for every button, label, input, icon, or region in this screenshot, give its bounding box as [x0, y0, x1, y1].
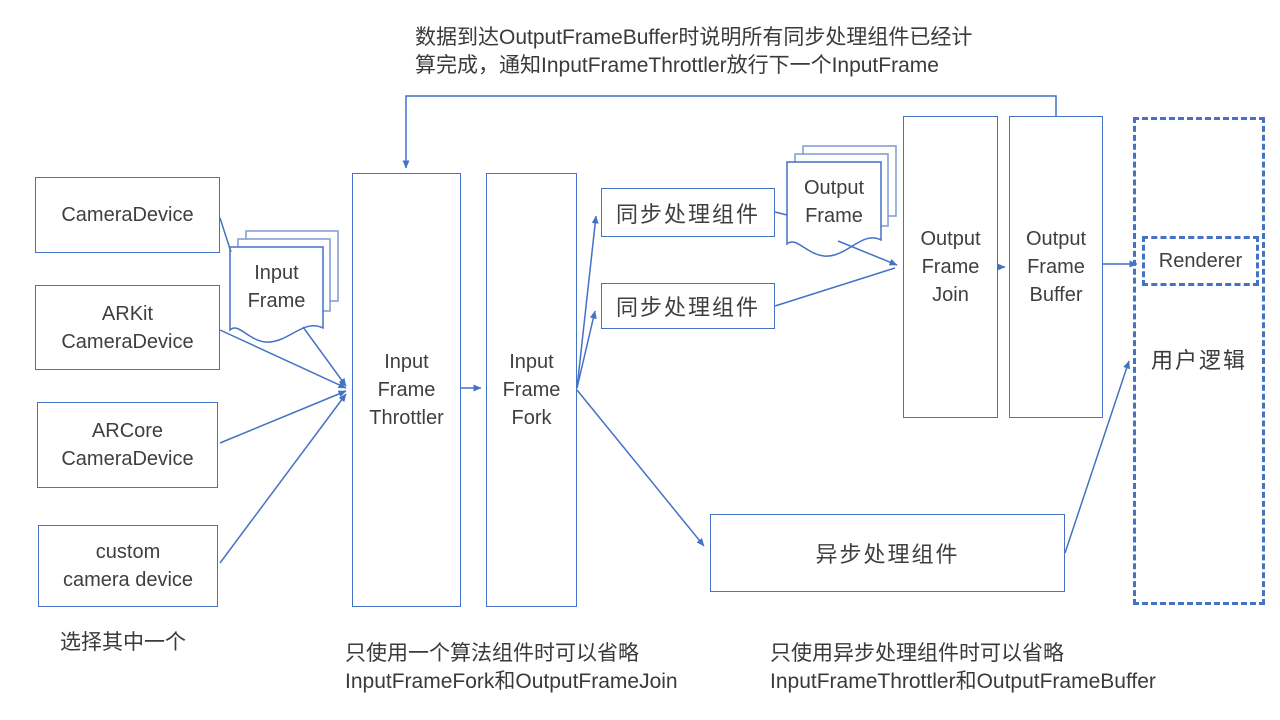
node-sync-component-1-label: 同步处理组件 [615, 201, 760, 227]
node-renderer-label: Renderer [1158, 250, 1243, 272]
connector-arkit-to-throttler [219, 329, 347, 389]
user-logic-region [1133, 117, 1265, 605]
node-output-frame-buffer-label: Output Frame Buffer [1025, 228, 1087, 306]
connector-custom-to-throttler [219, 393, 347, 564]
node-output-frame-buffer: Output Frame Buffer [1009, 116, 1103, 418]
node-custom-camera-device-label: custom camera device [62, 541, 194, 591]
node-output-frame-join: Output Frame Join [903, 116, 998, 418]
node-input-frame-fork-label: Input Frame Fork [502, 351, 561, 429]
node-input-frame-throttler-label: Input Frame Throttler [369, 351, 444, 429]
connector-outputframe-to-join [837, 240, 898, 266]
node-sync-component-2: 同步处理组件 [601, 283, 775, 329]
connector-sync1-to-outputframe [774, 211, 788, 216]
node-async-component-label: 异步处理组件 [815, 542, 960, 567]
node-sync-component-1: 同步处理组件 [601, 188, 775, 237]
connector-fork-to-async [576, 389, 705, 547]
node-arcore-camera-device: ARCore CameraDevice [37, 402, 218, 488]
input-frame-doc-label: Input Frame [247, 262, 306, 312]
connector-fork-to-sync1 [576, 215, 599, 389]
connector-cameradevice-to-inputframe [219, 217, 232, 253]
connector-arcore-to-throttler [219, 390, 347, 444]
node-input-frame-fork: Input Frame Fork [486, 173, 577, 607]
node-input-frame-throttler: Input Frame Throttler [352, 173, 461, 607]
connector-inputframe-to-throttler [302, 326, 347, 387]
input-frame-doc-icon [229, 230, 339, 343]
node-arkit-camera-device-label: ARKit CameraDevice [61, 302, 194, 353]
annotation-feedback-note: 数据到达OutputFrameBuffer时说明所有同步处理组件已经计 算完成，… [415, 26, 973, 77]
connector-fork-to-sync2 [576, 310, 597, 389]
output-frame-doc-label: Output Frame [803, 177, 865, 227]
node-output-frame-join-label: Output Frame Join [920, 228, 981, 306]
node-camera-device: CameraDevice [35, 177, 220, 253]
node-renderer: Renderer [1142, 236, 1259, 286]
annotation-omit-throttler-buffer: 只使用异步处理组件时可以省略 InputFrameThrottler和Outpu… [770, 642, 1156, 693]
node-sync-component-2-label: 同步处理组件 [615, 295, 760, 320]
output-frame-doc-icon [786, 145, 897, 257]
node-async-component: 异步处理组件 [710, 514, 1065, 592]
node-arcore-camera-device-label: ARCore CameraDevice [61, 420, 194, 470]
node-arkit-camera-device: ARKit CameraDevice [35, 285, 220, 370]
user-logic-label: 用户逻辑 [1150, 348, 1247, 373]
connector-sync2-to-join [774, 267, 896, 307]
node-camera-device-label: CameraDevice [61, 204, 194, 226]
annotation-omit-fork-join: 只使用一个算法组件时可以省略 InputFrameFork和OutputFram… [345, 642, 678, 693]
annotation-choose-one: 选择其中一个 [60, 631, 186, 654]
node-custom-camera-device: custom camera device [38, 525, 218, 607]
